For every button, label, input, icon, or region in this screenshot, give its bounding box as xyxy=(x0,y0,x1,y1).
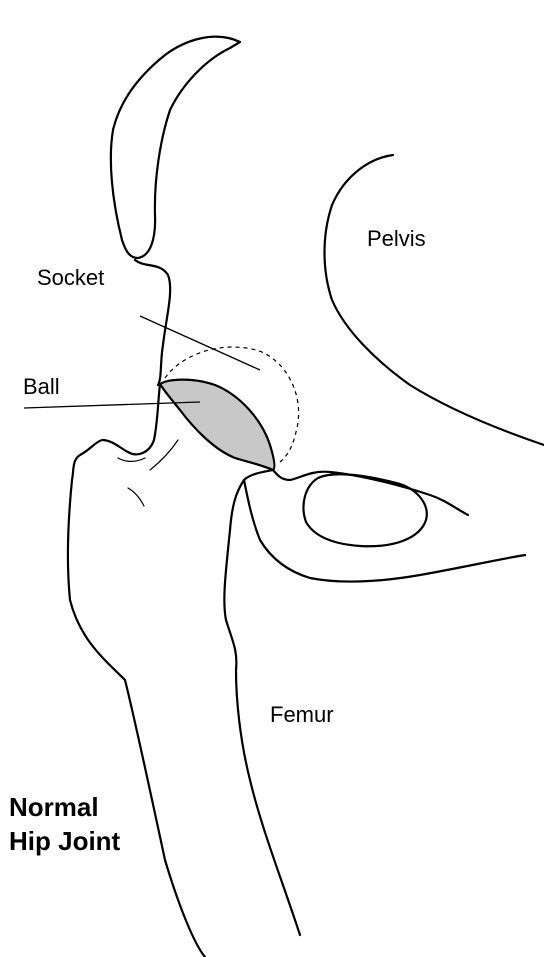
femur-label: Femur xyxy=(270,702,334,728)
socket-label: Socket xyxy=(37,265,104,291)
ball-femoral-head xyxy=(160,380,274,470)
pelvis-upper-outline xyxy=(111,37,240,258)
femur-outer-outline xyxy=(68,384,205,957)
trochanter-line-1 xyxy=(118,458,145,461)
pelvis-body-outline xyxy=(325,155,544,445)
ball-leader-line xyxy=(24,402,200,408)
diagram-title-line-1: Normal xyxy=(9,794,99,820)
pelvis-label: Pelvis xyxy=(367,226,426,252)
obturator-foramen-outline xyxy=(303,474,426,546)
trochanter-line-2 xyxy=(150,440,178,470)
ball-label: Ball xyxy=(23,374,60,400)
trochanter-line-3 xyxy=(128,488,144,506)
socket-leader-line xyxy=(140,316,260,370)
diagram-title-line-2: Hip Joint xyxy=(9,828,120,854)
pelvis-crest-line xyxy=(135,260,170,385)
ischium-lower-outline xyxy=(244,480,525,582)
